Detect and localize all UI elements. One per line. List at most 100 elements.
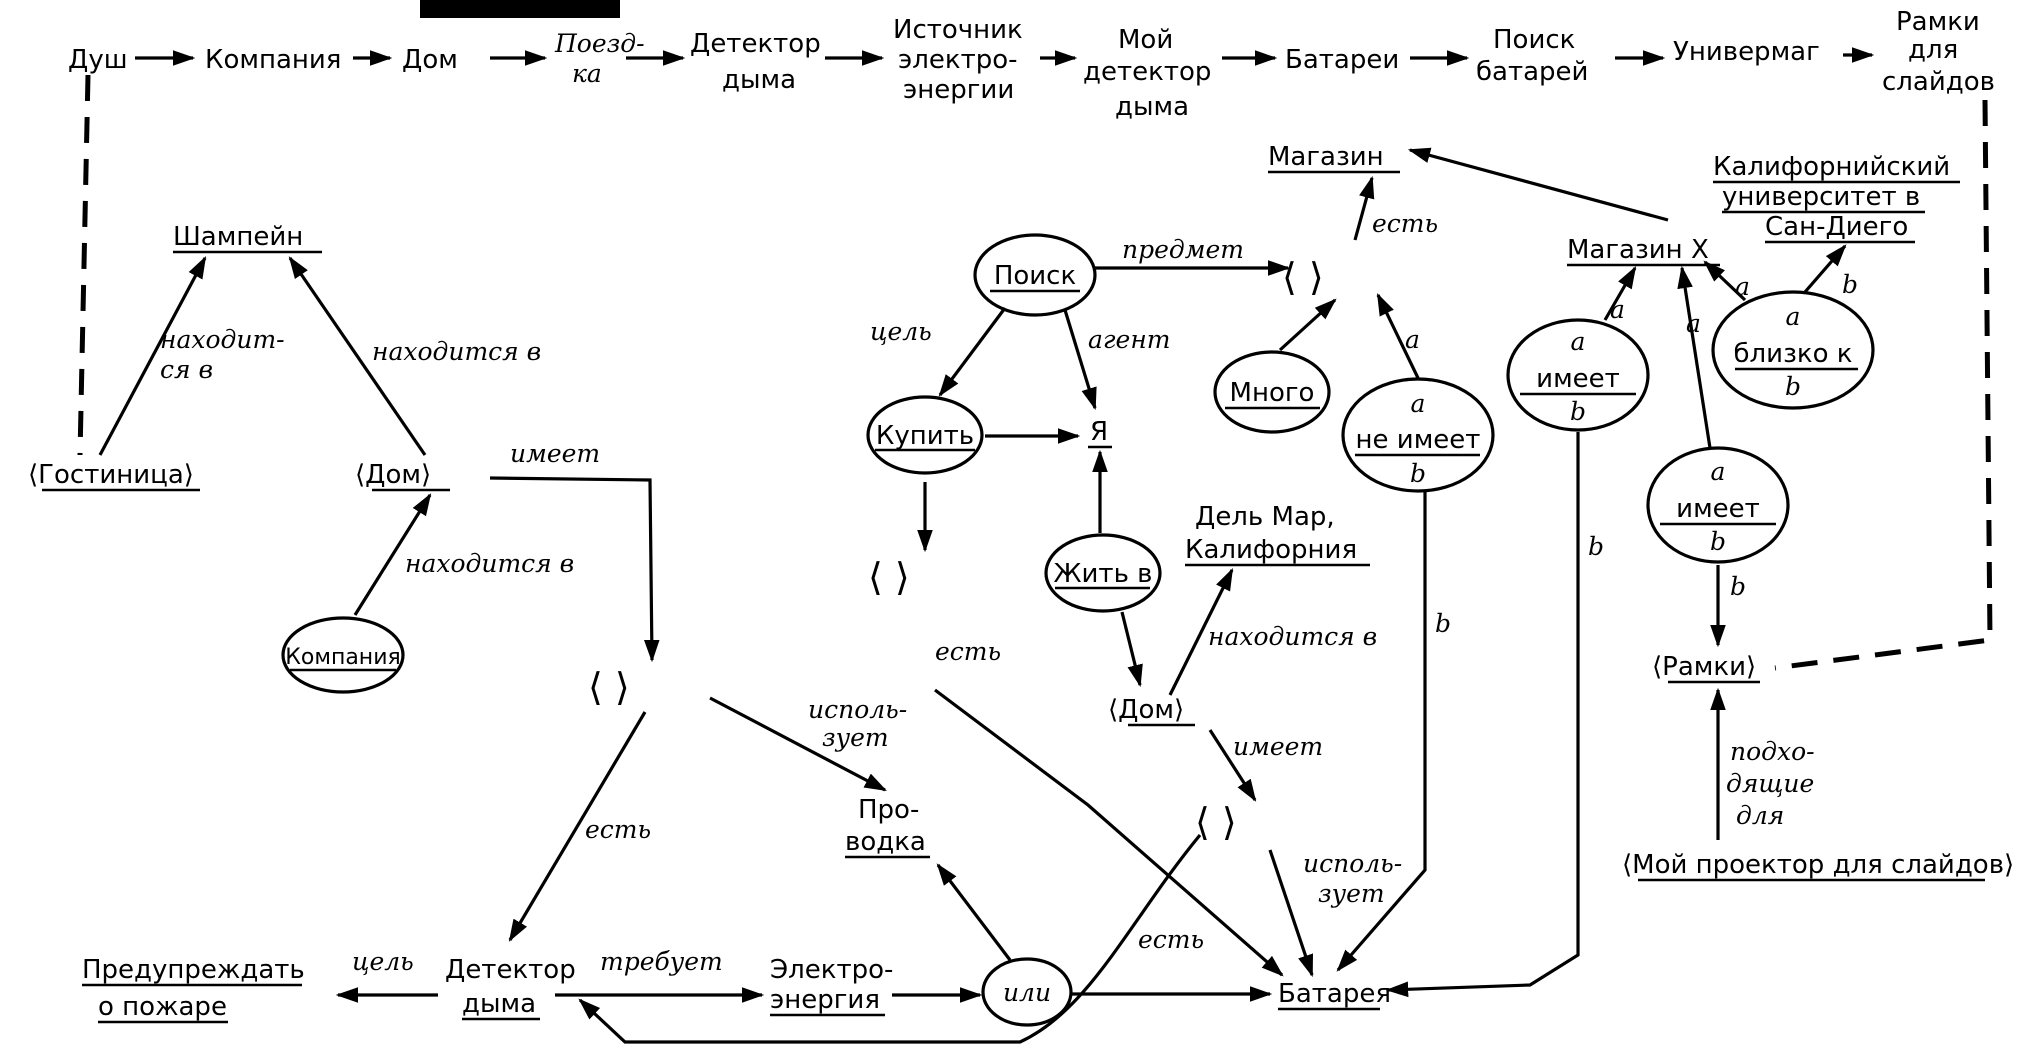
node-blizko-oval bbox=[1711, 290, 1875, 410]
poisk-cluster: Поиск Купить Я Жить в ⟨ ⟩ Дель Мар, Кали… bbox=[866, 233, 1402, 978]
node-dom-right: ⟨Дом⟩ bbox=[1108, 695, 1184, 725]
node-gostinitsa: ⟨Гостиница⟩ bbox=[28, 460, 194, 490]
dashed-link-dush-gostinitsa bbox=[77, 74, 91, 456]
rel-est-1: есть bbox=[585, 815, 651, 844]
rel-nahoditsya-2: ся в bbox=[160, 355, 213, 384]
chain-kompaniya: Компания bbox=[205, 45, 341, 75]
node-detektor-2: дыма bbox=[462, 989, 536, 1019]
node-imeet-1-a: a bbox=[1571, 327, 1586, 356]
rel-tsel-2: цель bbox=[870, 317, 932, 346]
rel-est-3: есть bbox=[935, 637, 1001, 666]
node-provodka-2: водка bbox=[845, 827, 926, 857]
label-a-1: a bbox=[1405, 325, 1420, 354]
chain-batarei: Батареи bbox=[1285, 45, 1399, 75]
label-b-2: b bbox=[1842, 270, 1858, 299]
node-blizko-a: a bbox=[1786, 302, 1801, 331]
chain-ramki-2: для bbox=[1908, 35, 1958, 65]
chain-detektor-2: дыма bbox=[722, 65, 796, 95]
node-ne-imeet-a: a bbox=[1411, 389, 1426, 418]
label-a-4: a bbox=[1735, 272, 1750, 301]
rel-nahoditsya-v-3: находится в bbox=[1208, 622, 1377, 651]
rel-imeet-1: имеет bbox=[510, 439, 600, 468]
rel-podhodyaschie-3: для bbox=[1736, 801, 1784, 830]
node-dom-left: ⟨Дом⟩ bbox=[355, 460, 431, 490]
chain-detektor-1: Детектор bbox=[690, 29, 821, 59]
chain-ramki-3: слайдов bbox=[1882, 67, 1995, 97]
rel-ispolzuet-1a: исполь- bbox=[808, 695, 907, 724]
node-elektro-2: энергия bbox=[770, 985, 880, 1015]
label-b-3: b bbox=[1588, 532, 1604, 561]
scan-blotch bbox=[420, 0, 620, 18]
node-ne-imeet-label: не имеет bbox=[1356, 425, 1481, 455]
node-ne-imeet-b: b bbox=[1410, 459, 1426, 488]
node-del-mar-1: Дель Мар, bbox=[1195, 502, 1335, 532]
chain-istochnik-3: энергии bbox=[903, 75, 1014, 105]
node-kupit-label: Купить bbox=[876, 421, 974, 451]
rel-imeet-2: имеет bbox=[1233, 732, 1323, 761]
node-kalif-2: университет в bbox=[1722, 182, 1920, 212]
node-blank-dom2: ⟨ ⟩ bbox=[1195, 800, 1237, 844]
node-batareya: Батарея bbox=[1278, 979, 1391, 1009]
right-cluster: Магазин X Калифорнийский университет в С… bbox=[1385, 147, 2014, 998]
node-poisk-oval bbox=[973, 233, 1097, 317]
node-detektor-1: Детектор bbox=[445, 955, 576, 985]
node-preduprezhdat-2: о пожаре bbox=[98, 992, 227, 1022]
node-mnogo-label: Много bbox=[1230, 378, 1315, 408]
rel-nahoditsya-v-2: находится в bbox=[405, 549, 574, 578]
node-shampeyn: Шампейн bbox=[173, 222, 303, 252]
chain-ramki-1: Рамки bbox=[1896, 7, 1980, 37]
node-kompaniya-oval bbox=[281, 616, 405, 694]
chain-istochnik-2: электро- bbox=[898, 45, 1018, 75]
chain-moy-2: детектор bbox=[1083, 57, 1211, 87]
left-cluster: Шампейн ⟨Гостиница⟩ ⟨Дом⟩ Компания наход… bbox=[28, 222, 660, 694]
label-a-2: a bbox=[1610, 295, 1625, 324]
node-kalif-1: Калифорнийский bbox=[1713, 152, 1950, 182]
node-proektor: ⟨Мой проектор для слайдов⟩ bbox=[1622, 850, 2014, 880]
node-magazin: Магазин bbox=[1268, 142, 1384, 172]
node-imeet-oval-2 bbox=[1646, 446, 1790, 564]
node-imeet-1-label: имеет bbox=[1536, 364, 1620, 394]
node-blank-kupit: ⟨ ⟩ bbox=[868, 555, 910, 599]
chain-istochnik-1: Источник bbox=[893, 15, 1023, 45]
node-magazin-x: Магазин X bbox=[1567, 235, 1709, 265]
rel-est-4: есть bbox=[1372, 209, 1438, 238]
node-imeet-2-label: имеет bbox=[1676, 494, 1760, 524]
rel-predmet: предмет bbox=[1122, 235, 1244, 264]
dashed-link-ramki bbox=[1774, 99, 1993, 671]
rel-podhodyaschie-2: дящие bbox=[1726, 769, 1814, 798]
node-imeet-1-b: b bbox=[1570, 397, 1586, 426]
rel-ispolzuet-2a: исполь- bbox=[1303, 849, 1402, 878]
top-chain: Душ Компания Дом Поезд- ка Детектор дыма… bbox=[68, 7, 1995, 122]
node-imeet-2-a: a bbox=[1711, 457, 1726, 486]
node-kalif-3: Сан-Диего bbox=[1765, 212, 1908, 242]
node-ili-label: или bbox=[1003, 978, 1051, 1007]
chain-moy-3: дыма bbox=[1115, 92, 1189, 122]
chain-poisk-2: батарей bbox=[1476, 57, 1588, 87]
rel-agent: агент bbox=[1088, 325, 1171, 354]
chain-poezdka-2: ка bbox=[572, 59, 602, 88]
magazin-cluster: Магазин ⟨ ⟩ Много a не имеет b есть a b bbox=[1213, 142, 1495, 972]
node-poisk-label: Поиск bbox=[994, 261, 1076, 291]
node-blizko-b: b bbox=[1785, 372, 1801, 401]
chain-dom: Дом bbox=[402, 45, 458, 75]
node-ne-imeet-oval bbox=[1341, 377, 1495, 493]
node-del-mar-2: Калифорния bbox=[1185, 535, 1357, 565]
chain-moy-1: Мой bbox=[1118, 25, 1173, 55]
node-blizko-label: близко к bbox=[1734, 339, 1853, 369]
node-provodka-1: Про- bbox=[858, 795, 919, 825]
node-blank-mid: ⟨ ⟩ bbox=[588, 665, 630, 709]
node-ili-oval bbox=[981, 957, 1073, 1027]
node-imeet-2-b: b bbox=[1710, 527, 1726, 556]
label-b-1: b bbox=[1435, 609, 1451, 638]
chain-poisk-1: Поиск bbox=[1493, 25, 1575, 55]
chain-poezdka-1: Поезд- bbox=[554, 29, 645, 58]
rel-ispolzuet-1b: зует bbox=[822, 723, 889, 752]
node-zhit-v-oval bbox=[1044, 533, 1162, 613]
rel-nahoditsya-1: находит- bbox=[160, 325, 285, 354]
node-blank-poisk: ⟨ ⟩ bbox=[1282, 255, 1324, 299]
center-bottom: ⟨ ⟩ Про- водка Предупреждать о пожаре Де… bbox=[82, 665, 1391, 1044]
node-ramki: ⟨Рамки⟩ bbox=[1652, 652, 1756, 682]
node-mnogo-oval bbox=[1213, 350, 1331, 434]
